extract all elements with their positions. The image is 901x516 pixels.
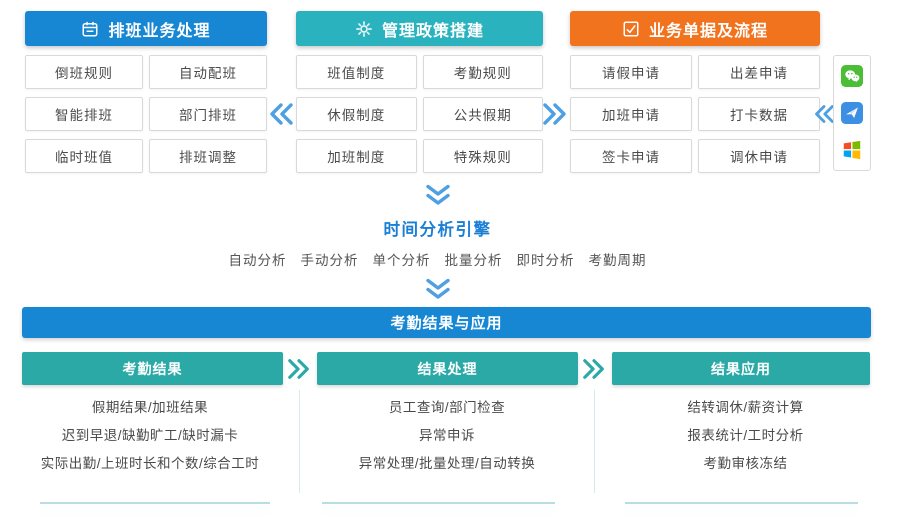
result-header-application: 结果应用 xyxy=(612,352,870,385)
chevron-right-double-icon xyxy=(287,357,311,381)
cutoff-box-top xyxy=(322,502,555,516)
list-item: 迟到早退/缺勤旷工/缺时漏卡 xyxy=(61,428,239,443)
cutoff-box-top xyxy=(625,502,858,516)
list-item: 调休申请 xyxy=(698,139,820,173)
wechat-icon xyxy=(841,65,863,87)
list-item: 考勤规则 xyxy=(422,55,543,89)
chevron-left-double-icon xyxy=(814,101,838,127)
list-item: 智能排班 xyxy=(25,97,143,131)
paper-plane-app-icon xyxy=(841,102,863,124)
chevron-down-double-icon xyxy=(425,184,451,211)
section-scheduling: 排班业务处理 倒班规则 自动配班 智能排班 部门排班 临时班值 排班调整 xyxy=(25,11,267,173)
list-item: 公共假期 xyxy=(422,97,543,131)
engine-mode: 自动分析 xyxy=(228,253,287,268)
engine-mode: 即时分析 xyxy=(516,253,575,268)
column-divider xyxy=(594,390,595,493)
section-title: 业务单据及流程 xyxy=(648,22,768,40)
list-item: 倒班规则 xyxy=(25,55,143,89)
section-policy-grid: 班值制度 考勤规则 休假制度 公共假期 加班制度 特殊规则 xyxy=(296,55,543,173)
engine-mode: 考勤周期 xyxy=(588,253,647,268)
chevron-left-double-icon xyxy=(269,101,293,127)
chevron-right-double-icon xyxy=(582,357,606,381)
section-documents-header: 业务单据及流程 xyxy=(570,11,820,46)
calendar-icon xyxy=(81,20,99,38)
list-item: 出差申请 xyxy=(698,55,820,89)
channel-icon-panel xyxy=(833,55,871,171)
list-item: 班值制度 xyxy=(296,55,417,89)
section-scheduling-grid: 倒班规则 自动配班 智能排班 部门排班 临时班值 排班调整 xyxy=(25,55,267,173)
list-item: 请假申请 xyxy=(570,55,692,89)
list-item: 结转调休/薪资计算 xyxy=(687,400,804,415)
column-divider xyxy=(299,390,300,493)
result-header-attendance: 考勤结果 xyxy=(22,352,283,385)
chevron-right-double-icon xyxy=(543,101,567,127)
cutoff-box-top xyxy=(40,502,270,516)
list-item: 临时班值 xyxy=(25,139,143,173)
list-item: 自动配班 xyxy=(149,55,267,89)
section-title: 排班业务处理 xyxy=(108,22,211,40)
result-header-processing: 结果处理 xyxy=(317,352,578,385)
list-item: 部门排班 xyxy=(149,97,267,131)
list-item: 考勤审核冻结 xyxy=(703,456,788,471)
section-scheduling-header: 排班业务处理 xyxy=(25,11,267,46)
engine-title: 时间分析引擎 xyxy=(383,221,492,239)
list-item: 异常申诉 xyxy=(419,428,475,443)
list-item: 打卡数据 xyxy=(698,97,820,131)
engine-block: 时间分析引擎 自动分析 手动分析 单个分析 批量分析 即时分析 考勤周期 xyxy=(0,184,875,305)
list-item: 假期结果/加班结果 xyxy=(91,400,209,415)
list-item: 加班制度 xyxy=(296,139,417,173)
list-item: 特殊规则 xyxy=(422,139,543,173)
engine-modes: 自动分析 手动分析 单个分析 批量分析 即时分析 考勤周期 xyxy=(0,249,875,269)
list-item: 员工查询/部门检查 xyxy=(388,400,506,415)
result-column-processing: 员工查询/部门检查 异常申诉 异常处理/批量处理/自动转换 xyxy=(302,394,592,478)
gear-icon xyxy=(355,20,373,38)
windows-icon xyxy=(841,139,863,161)
list-item: 报表统计/工时分析 xyxy=(687,428,804,443)
list-item: 休假制度 xyxy=(296,97,417,131)
section-documents: 业务单据及流程 请假申请 出差申请 加班申请 打卡数据 签卡申请 调休申请 xyxy=(570,11,820,173)
form-icon xyxy=(622,20,640,38)
section-documents-grid: 请假申请 出差申请 加班申请 打卡数据 签卡申请 调休申请 xyxy=(570,55,820,173)
section-policy: 管理政策搭建 班值制度 考勤规则 休假制度 公共假期 加班制度 特殊规则 xyxy=(296,11,543,173)
section-title: 管理政策搭建 xyxy=(381,22,484,40)
result-column-application: 结转调休/薪资计算 报表统计/工时分析 考勤审核冻结 xyxy=(598,394,893,478)
results-banner: 考勤结果与应用 xyxy=(22,307,871,338)
list-item: 签卡申请 xyxy=(570,139,692,173)
list-item: 实际出勤/上班时长和个数/综合工时 xyxy=(40,456,260,471)
list-item: 排班调整 xyxy=(149,139,267,173)
chevron-down-double-icon xyxy=(425,278,451,305)
list-item: 异常处理/批量处理/自动转换 xyxy=(358,456,536,471)
engine-mode: 单个分析 xyxy=(372,253,431,268)
engine-mode: 批量分析 xyxy=(444,253,503,268)
result-column-attendance: 假期结果/加班结果 迟到早退/缺勤旷工/缺时漏卡 实际出勤/上班时长和个数/综合… xyxy=(5,394,295,478)
section-policy-header: 管理政策搭建 xyxy=(296,11,543,46)
engine-mode: 手动分析 xyxy=(300,253,359,268)
list-item: 加班申请 xyxy=(570,97,692,131)
